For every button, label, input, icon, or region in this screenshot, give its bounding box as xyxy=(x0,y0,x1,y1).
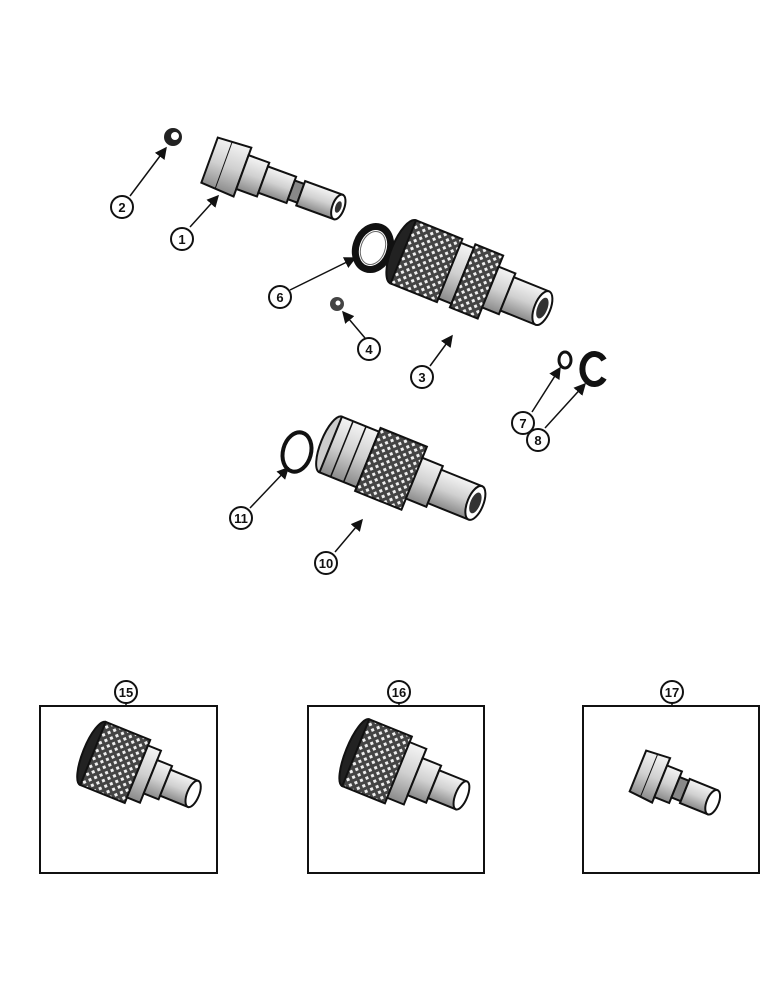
callout-7-label: 7 xyxy=(519,416,526,431)
inset-16-part-graphic xyxy=(338,718,471,811)
part-11-o-ring-graphic xyxy=(280,430,314,474)
inset-15: 15 xyxy=(39,680,218,874)
callout-8: 8 xyxy=(526,428,550,452)
callout-2-label: 2 xyxy=(118,200,125,215)
callout-11: 11 xyxy=(229,506,253,530)
part-1-coupler-nipple-graphic xyxy=(200,136,347,221)
callout-6: 6 xyxy=(268,285,292,309)
callout-3-label: 3 xyxy=(418,370,425,385)
leader-lines xyxy=(129,146,587,553)
part-3-coupler-body-graphic xyxy=(385,219,554,327)
callout-10-label: 10 xyxy=(319,556,333,571)
part-8-snap-ring-graphic xyxy=(579,351,607,387)
callout-2: 2 xyxy=(110,195,134,219)
callout-17-label: 17 xyxy=(665,685,679,700)
inset-17-part-graphic xyxy=(628,749,722,816)
inset-17: 17 xyxy=(582,680,760,874)
inset-17-frame xyxy=(582,705,760,874)
callout-1: 1 xyxy=(170,227,194,251)
leader-2 xyxy=(129,146,167,197)
callout-4-label: 4 xyxy=(365,342,373,357)
leader-4 xyxy=(342,310,366,339)
leader-10 xyxy=(334,518,363,553)
callout-8-label: 8 xyxy=(534,433,541,448)
callout-11-label: 11 xyxy=(234,511,248,526)
callout-6-label: 6 xyxy=(276,290,283,305)
part-2-plug-graphic xyxy=(164,128,182,146)
callout-16-label: 16 xyxy=(392,685,406,700)
callout-3: 3 xyxy=(410,365,434,389)
callout-4: 4 xyxy=(357,337,381,361)
part-4-ball-graphic xyxy=(330,297,344,311)
leader-7 xyxy=(531,366,561,413)
leader-8 xyxy=(544,382,587,429)
callout-7: 7 xyxy=(511,411,535,435)
leader-6 xyxy=(289,257,357,291)
callout-1-label: 1 xyxy=(178,232,185,247)
inset-15-part-graphic xyxy=(76,720,202,809)
inset-16: 16 xyxy=(307,680,485,874)
part-10-coupler-assembly-graphic xyxy=(315,415,487,521)
callout-15-label: 15 xyxy=(119,685,133,700)
leader-11 xyxy=(249,466,290,509)
leader-1 xyxy=(189,194,220,228)
leader-3 xyxy=(429,334,453,367)
part-7-ring-graphic xyxy=(557,350,573,370)
callout-10: 10 xyxy=(314,551,338,575)
